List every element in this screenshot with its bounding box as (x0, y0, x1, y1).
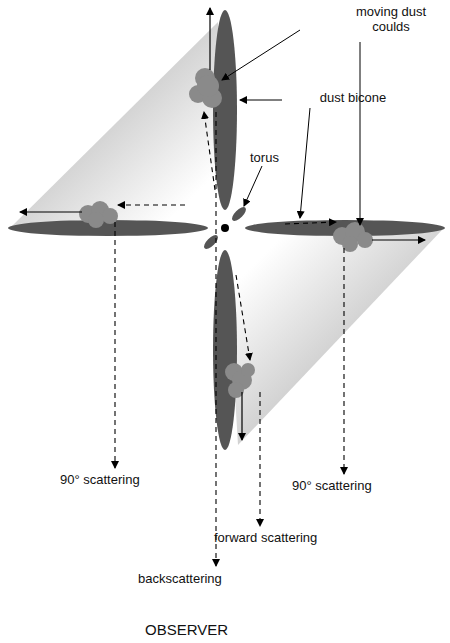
torus-label: torus (250, 150, 279, 165)
scattering-label: forward scattering (214, 530, 317, 545)
scattering-label: 90° scattering (292, 478, 372, 493)
scattering-label: 90° scattering (60, 472, 140, 487)
bicone-label: dust bicone (318, 90, 388, 105)
cloud-label: moving dust coulds (336, 4, 446, 34)
scattering-label: backscattering (138, 571, 222, 586)
observer-label: OBSERVER (145, 622, 228, 637)
